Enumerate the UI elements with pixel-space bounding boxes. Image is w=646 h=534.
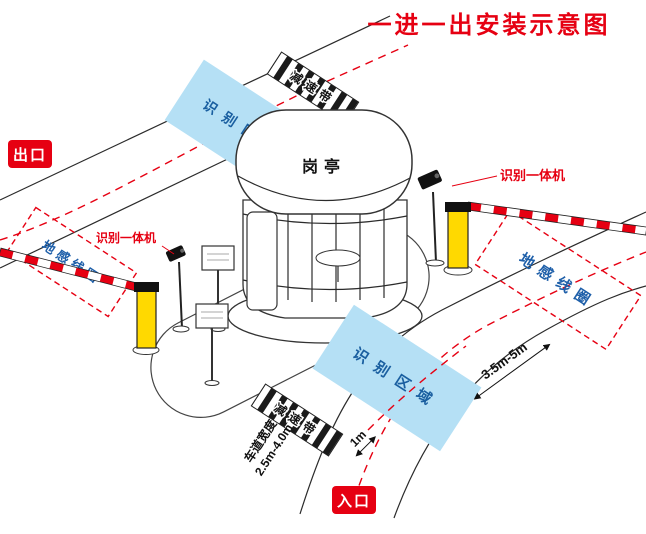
camera-lens-icon <box>434 173 440 179</box>
camera-base <box>172 325 190 333</box>
page-title: 一进一出安装示意图 <box>368 11 611 39</box>
barrier-post <box>136 289 157 349</box>
exit-lane-lower-edge <box>0 154 237 269</box>
recognition-machine-text: 识别一体机 <box>96 230 156 245</box>
dim-line <box>355 436 376 457</box>
entry-lane-centerline <box>349 251 646 513</box>
sign-board-base <box>204 380 220 386</box>
centerline-over-area <box>367 345 467 431</box>
booth-roof-rim <box>237 175 411 202</box>
barrier-arm <box>466 201 646 236</box>
recognition-camera-entry <box>417 169 445 267</box>
speed-bump-entry-stripes <box>250 383 344 457</box>
recognition-area-entry-fill <box>312 304 482 452</box>
sign-board <box>201 245 235 271</box>
exit-lane-centerline <box>0 44 409 241</box>
sign-board <box>195 303 229 329</box>
booth-door <box>246 211 278 311</box>
recognition-machine-label-entry: 识别一体机 <box>451 168 565 187</box>
exit-sign-box <box>8 140 52 168</box>
exit-sign-label: 出口 <box>13 146 47 164</box>
dim-barrier-to-coil-label: 3.5m-5m <box>478 339 529 382</box>
guard-booth: 岗亭 <box>227 109 423 344</box>
camera-lens-icon <box>180 248 185 253</box>
entrance-sign-box <box>332 486 376 514</box>
entry-lane-right-edge <box>393 285 646 519</box>
booth-label: 岗亭 <box>302 157 346 176</box>
booth-desk <box>315 249 361 267</box>
exit-sign: 出口 <box>8 140 52 168</box>
leader-line <box>451 175 498 187</box>
camera-head-icon <box>417 169 442 190</box>
camera-base <box>425 259 445 267</box>
camera-pole <box>178 261 183 329</box>
camera-head-icon <box>165 245 186 262</box>
barrier-post-cap <box>134 282 159 292</box>
barrier-gate-entry <box>443 201 646 276</box>
booth-roof <box>235 109 413 215</box>
barrier-post-cap <box>445 202 471 212</box>
sign-boards <box>195 245 235 386</box>
camera-pole <box>432 191 437 263</box>
leader-line <box>161 245 175 255</box>
recognition-camera-exit <box>165 245 190 333</box>
recognition-machine-label-exit: 识别一体机 <box>96 230 175 255</box>
barrier-post <box>447 209 469 269</box>
recognition-area-entry: 识别区域 <box>312 304 482 452</box>
recognition-machine-text: 识别一体机 <box>500 168 565 183</box>
barrier-gate-exit <box>0 247 160 355</box>
dim-area-to-barrier: 1m <box>347 428 376 457</box>
ground-coil-entry: 地感线圈 <box>474 209 642 351</box>
dim-line <box>473 343 551 400</box>
entrance-sign-label: 入口 <box>337 493 371 510</box>
entrance-sign: 入口 <box>332 486 376 514</box>
ground-coil-entry-label: 地感线圈 <box>516 249 600 312</box>
